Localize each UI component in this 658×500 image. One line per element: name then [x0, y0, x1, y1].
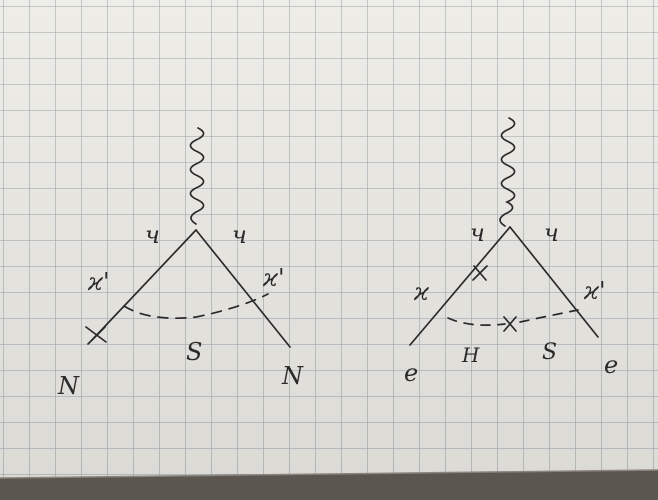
- left-top-left-label: ч: [145, 221, 160, 249]
- right-dashed-left-label: H: [461, 343, 480, 367]
- right-bottom-left-label: e: [404, 359, 418, 387]
- left-scalar-dashed-line: [123, 293, 269, 320]
- left-right-arm-label: ϰ': [262, 264, 285, 292]
- left-fermion-line-left: [91, 229, 197, 341]
- table-edge: [0, 470, 658, 500]
- right-higgs-dashed-line: [447, 317, 506, 326]
- right-dashed-cross-vertex: [503, 316, 517, 332]
- left-left-arm-label: ϰ': [87, 268, 110, 296]
- right-dashed-right-label: S: [542, 340, 557, 365]
- right-right-arm-label: ϰ': [583, 277, 606, 305]
- right-top-left-label: ч: [470, 219, 485, 247]
- right-scalar-dashed-line: [519, 309, 579, 323]
- right-feynman-diagram: [409, 117, 599, 346]
- right-top-right-label: ч: [544, 219, 559, 247]
- right-bottom-right-label: e: [604, 351, 618, 379]
- left-photon-line: [189, 127, 205, 225]
- right-photon-line: [499, 117, 516, 227]
- right-fermion-line-left: [409, 226, 511, 346]
- left-bottom-left-label: N: [57, 372, 80, 400]
- left-feynman-diagram: [85, 127, 291, 348]
- right-fermion-cross-vertex: [472, 265, 488, 281]
- left-bottom-right-label: N: [281, 362, 304, 390]
- right-fermion-line-right: [509, 226, 599, 338]
- left-top-right-label: ч: [232, 221, 247, 249]
- left-cross-vertex: [85, 326, 107, 345]
- left-dashed-line-label: S: [186, 338, 202, 366]
- left-fermion-line-right: [195, 229, 291, 348]
- right-left-arm-label: ϰ: [413, 278, 430, 306]
